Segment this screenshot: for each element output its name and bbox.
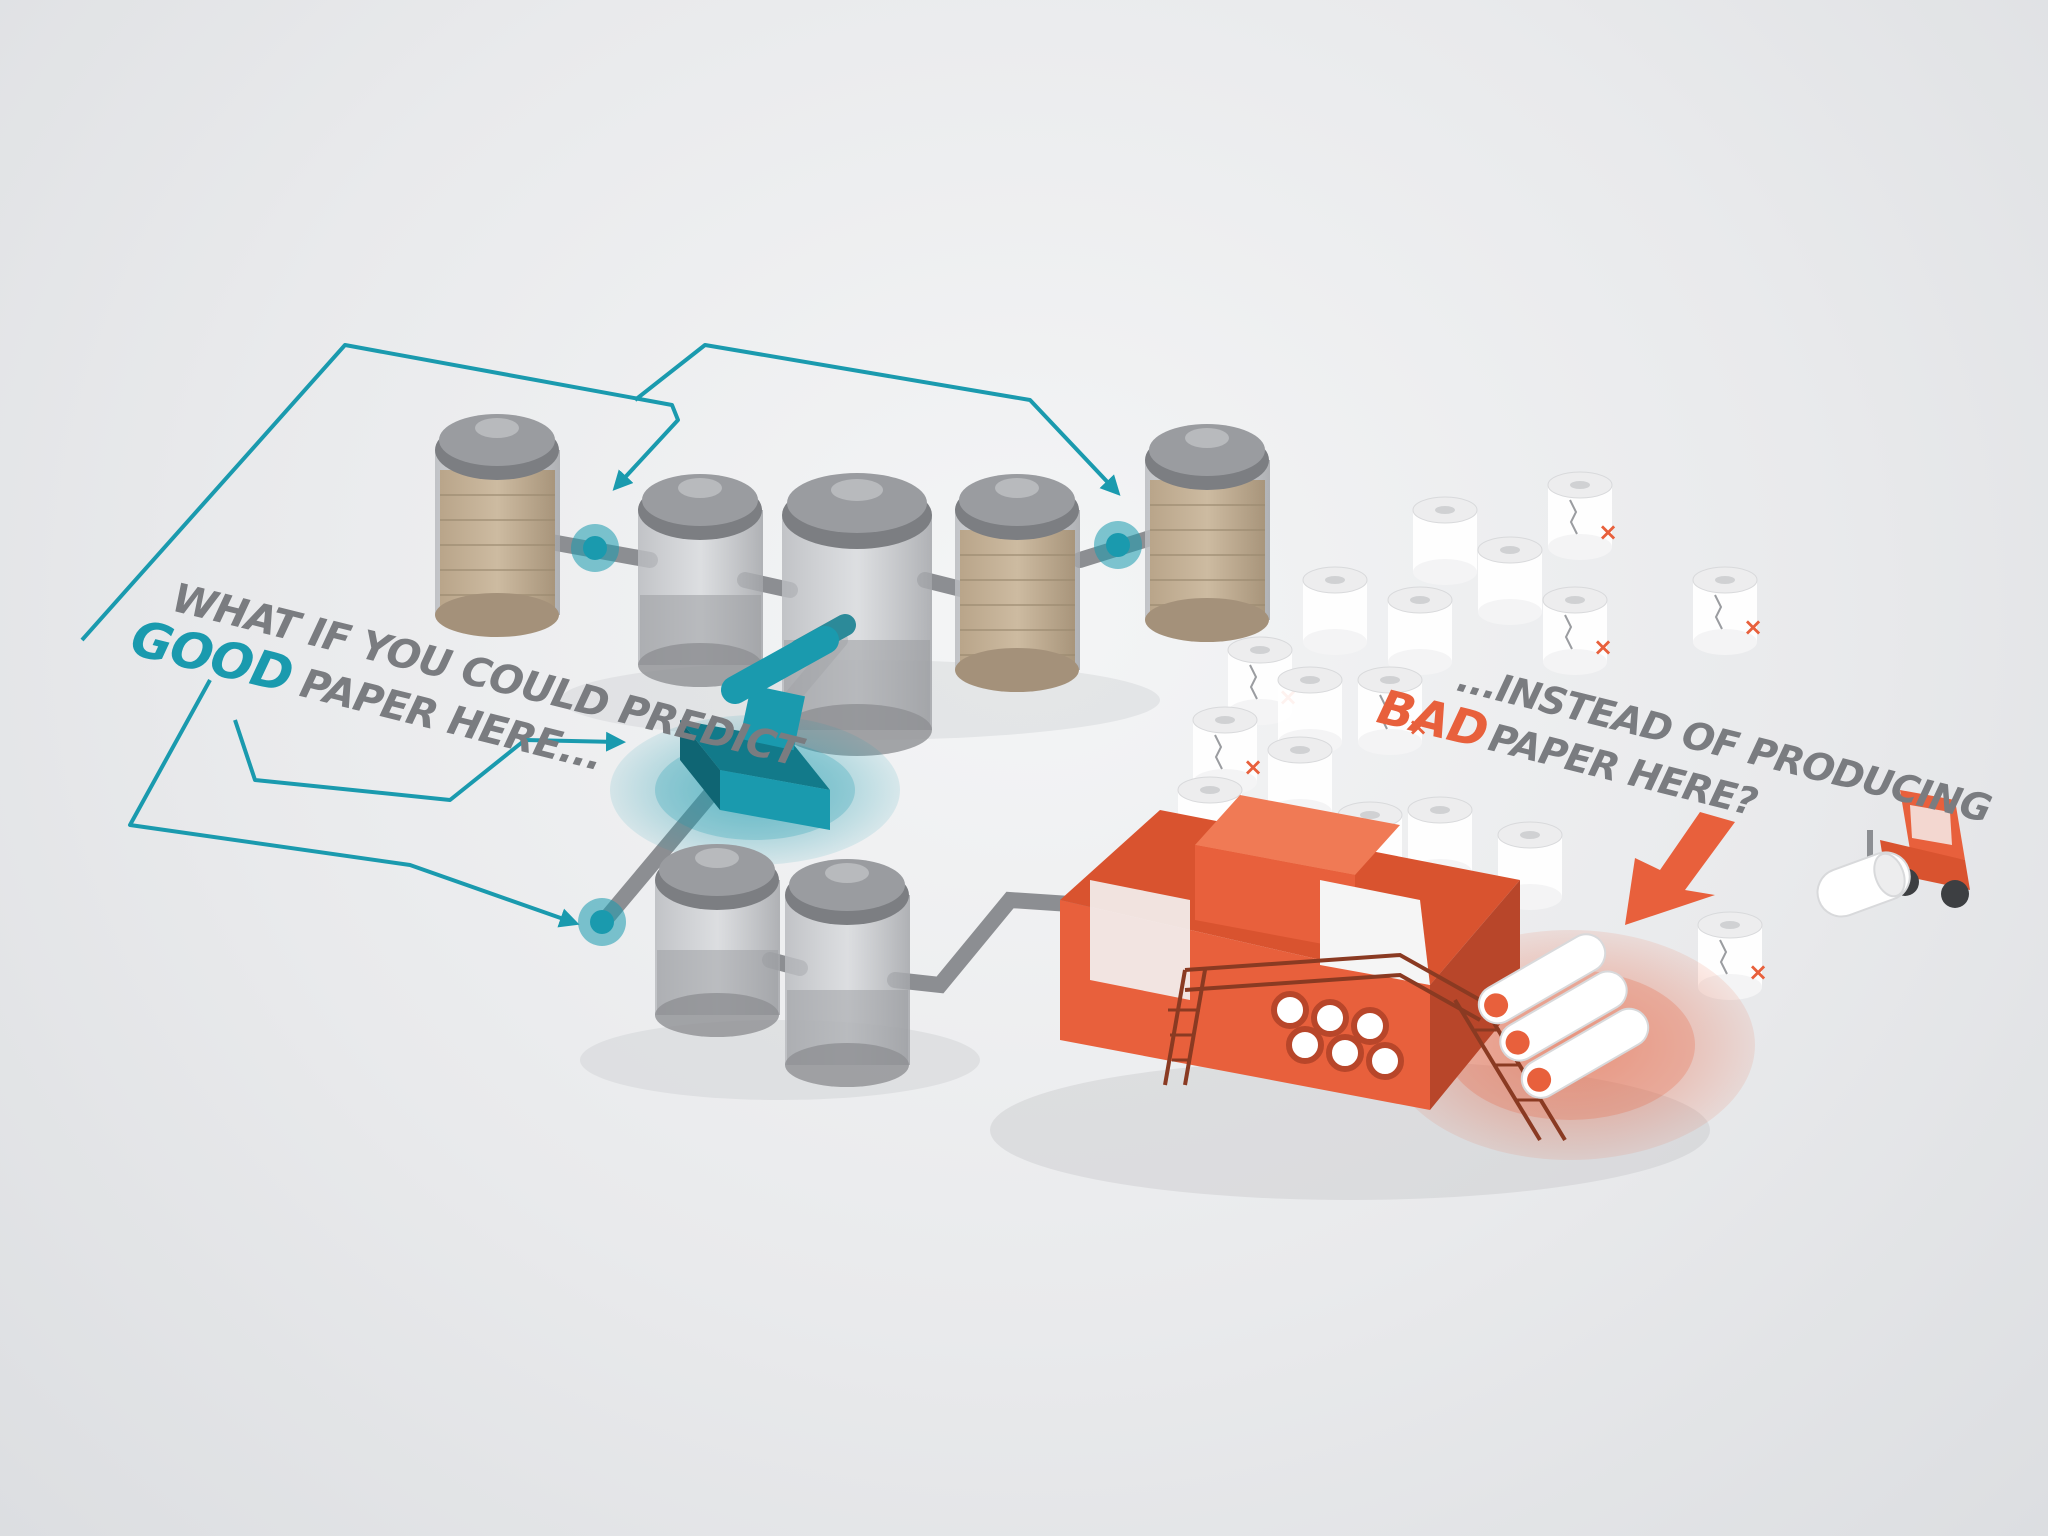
tank-3 [782, 473, 932, 756]
paper-roll [1407, 796, 1473, 885]
tank-4 [955, 474, 1080, 692]
x-mark-icon: × [1243, 753, 1263, 781]
defective-roll: × [1542, 586, 1613, 675]
tank-5 [1145, 424, 1270, 642]
x-mark-icon: × [1748, 958, 1768, 986]
paper-roll [1387, 586, 1453, 675]
defective-roll: × [1692, 566, 1763, 655]
paper-roll [1302, 566, 1368, 655]
paper-roll [1277, 666, 1343, 755]
x-mark-icon: × [1743, 613, 1763, 641]
pointer-arrow-to-valve [128, 679, 580, 928]
prediction-zone [610, 614, 900, 865]
feedback-arrow-to-tank-6 [633, 343, 1121, 496]
output-rolls [1477, 933, 1650, 1099]
tank-2 [638, 474, 763, 687]
paper-roll [1412, 496, 1478, 585]
x-mark-icon: × [1408, 713, 1428, 741]
refiner-machine [680, 614, 856, 830]
down-arrow-icon [1625, 812, 1735, 925]
defective-roll: × [1192, 706, 1263, 795]
feedback-arrow-to-tank-2 [80, 343, 680, 642]
tank-6 [655, 844, 780, 1037]
x-mark-icon: × [1593, 633, 1613, 661]
valve-rings [571, 521, 1142, 946]
defective-roll: × [1357, 666, 1428, 755]
forklift-roll [1816, 851, 1911, 918]
tank-7 [785, 859, 910, 1087]
feedback-arrows [80, 343, 1121, 928]
tank-1 [435, 414, 560, 637]
defective-roll: × [1547, 471, 1618, 560]
pointer-arrow-to-machine [233, 719, 626, 802]
paper-roll [1477, 536, 1543, 625]
x-mark-icon: × [1598, 518, 1618, 546]
paper-machine [1060, 795, 1567, 1142]
